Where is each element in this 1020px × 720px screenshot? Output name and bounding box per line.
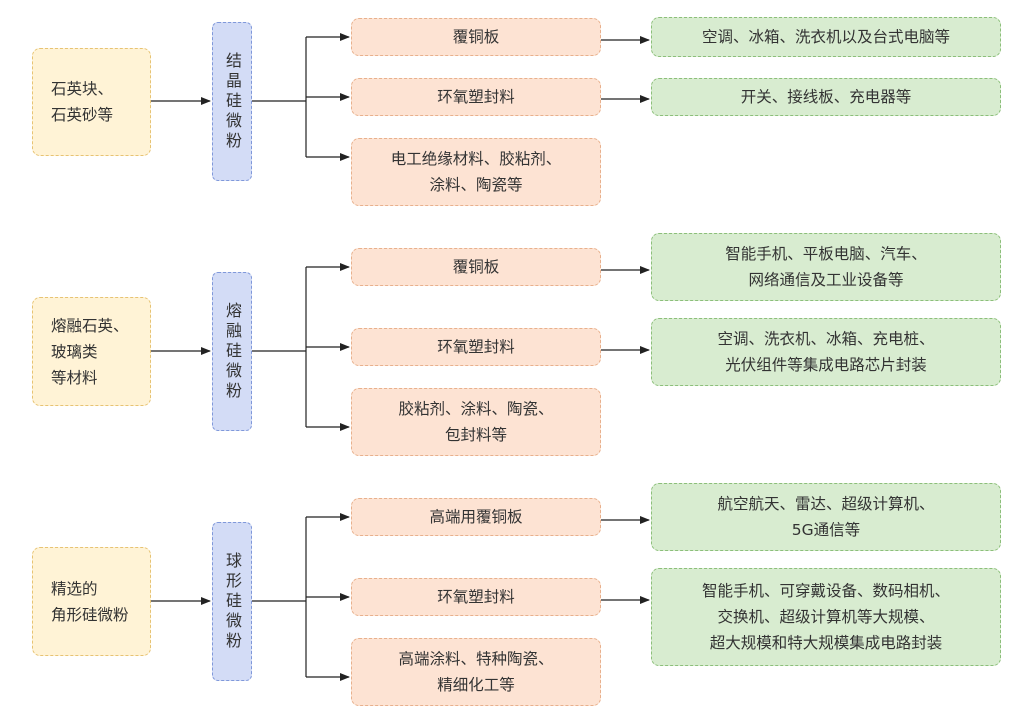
raw-material-box: 石英块、 石英砂等 <box>32 48 151 156</box>
powder-type-box: 球形硅微粉 <box>212 522 252 681</box>
raw-material-box: 精选的 角形硅微粉 <box>32 547 151 656</box>
use-box: 环氧塑封料 <box>351 578 601 616</box>
application-box: 智能手机、平板电脑、汽车、 网络通信及工业设备等 <box>651 233 1001 301</box>
application-label: 空调、冰箱、洗衣机以及台式电脑等 <box>701 28 950 46</box>
application-label: 航空航天、雷达、超级计算机、 5G通信等 <box>717 495 935 539</box>
use-box: 电工绝缘材料、胶粘剂、 涂料、陶瓷等 <box>351 138 601 206</box>
raw-material-label: 熔融石英、 玻璃类 等材料 <box>51 316 129 387</box>
powder-type-box: 结晶硅微粉 <box>212 22 252 181</box>
use-box: 胶粘剂、涂料、陶瓷、 包封料等 <box>351 388 601 456</box>
use-label: 胶粘剂、涂料、陶瓷、 包封料等 <box>398 400 554 444</box>
use-box: 高端涂料、特种陶瓷、 精细化工等 <box>351 638 601 706</box>
use-label: 电工绝缘材料、胶粘剂、 涂料、陶瓷等 <box>390 150 562 194</box>
application-label: 智能手机、平板电脑、汽车、 网络通信及工业设备等 <box>725 245 927 289</box>
use-box: 环氧塑封料 <box>351 328 601 366</box>
use-label: 环氧塑封料 <box>437 88 515 106</box>
application-box: 航空航天、雷达、超级计算机、 5G通信等 <box>651 483 1001 551</box>
use-box: 高端用覆铜板 <box>351 498 601 536</box>
use-label: 高端用覆铜板 <box>429 508 523 526</box>
use-box: 环氧塑封料 <box>351 78 601 116</box>
use-box: 覆铜板 <box>351 248 601 286</box>
use-label: 高端涂料、特种陶瓷、 精细化工等 <box>398 650 554 694</box>
raw-material-label: 精选的 角形硅微粉 <box>51 579 129 624</box>
powder-type-label: 球形硅微粉 <box>223 551 242 652</box>
application-box: 空调、洗衣机、冰箱、充电桩、 光伏组件等集成电路芯片封装 <box>651 318 1001 386</box>
raw-material-box: 熔融石英、 玻璃类 等材料 <box>32 297 151 406</box>
raw-material-label: 石英块、 石英砂等 <box>51 80 114 124</box>
application-box: 空调、冰箱、洗衣机以及台式电脑等 <box>651 17 1001 57</box>
powder-type-box: 熔融硅微粉 <box>212 272 252 431</box>
use-label: 覆铜板 <box>452 258 500 276</box>
use-box: 覆铜板 <box>351 18 601 56</box>
application-label: 空调、洗衣机、冰箱、充电桩、 光伏组件等集成电路芯片封装 <box>717 330 935 374</box>
powder-type-label: 熔融硅微粉 <box>223 301 242 402</box>
application-label: 开关、接线板、充电器等 <box>740 88 912 106</box>
application-label: 智能手机、可穿戴设备、数码相机、 交换机、超级计算机等大规模、 超大规模和特大规… <box>701 582 950 652</box>
use-label: 环氧塑封料 <box>437 338 515 356</box>
powder-type-label: 结晶硅微粉 <box>223 51 242 152</box>
use-label: 覆铜板 <box>452 28 500 46</box>
use-label: 环氧塑封料 <box>437 588 515 606</box>
application-box: 智能手机、可穿戴设备、数码相机、 交换机、超级计算机等大规模、 超大规模和特大规… <box>651 568 1001 666</box>
application-box: 开关、接线板、充电器等 <box>651 78 1001 116</box>
